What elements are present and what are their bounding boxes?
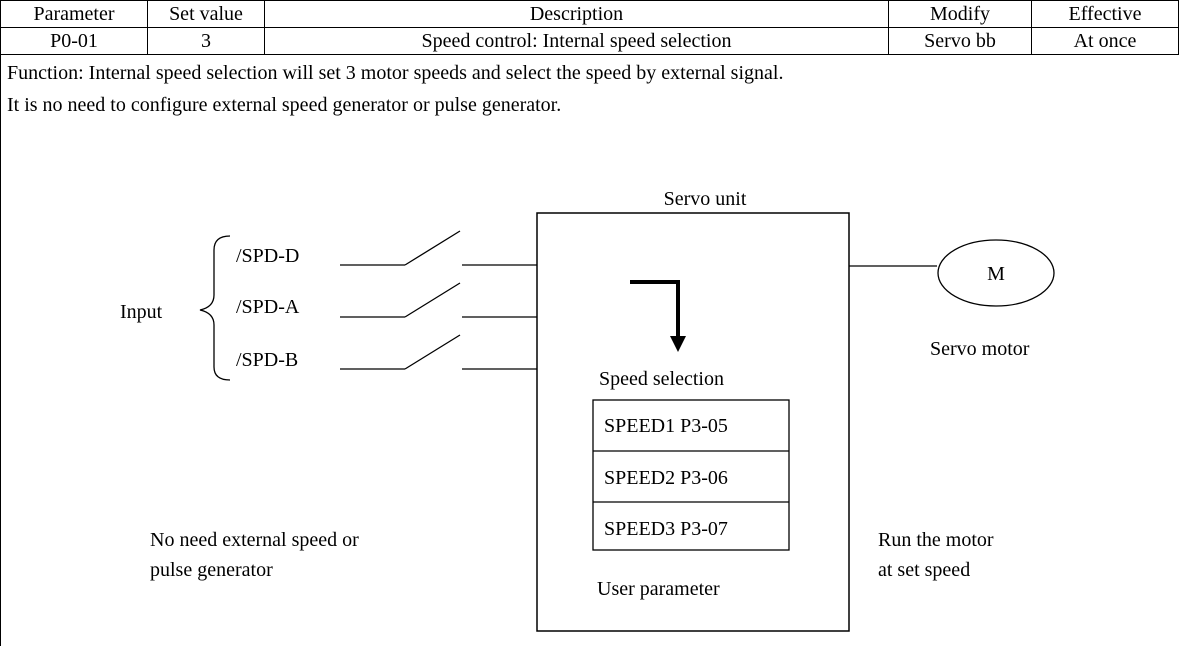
cell-modify: Servo bb <box>888 27 1032 55</box>
speed1-label: SPEED1 P3-05 <box>604 415 728 437</box>
cell-set-value: 3 <box>147 27 265 55</box>
cell-description: Speed control: Internal speed selection <box>264 27 889 55</box>
header-effective: Effective <box>1031 0 1179 28</box>
speed3-label: SPEED3 P3-07 <box>604 518 728 540</box>
header-parameter: Parameter <box>0 0 148 28</box>
cell-effective: At once <box>1031 27 1179 55</box>
speed-list-box <box>592 399 790 551</box>
right-note-line1: Run the motor <box>878 529 994 551</box>
servo-unit-label: Servo unit <box>664 188 747 210</box>
header-modify: Modify <box>888 0 1032 28</box>
selection-arrow <box>630 280 686 352</box>
input-spd-d: /SPD-D <box>236 230 537 267</box>
parameter-table: Parameter Set value Description Modify E… <box>0 0 1179 55</box>
table-row: P0-01 3 Speed control: Internal speed se… <box>0 27 1179 55</box>
note-text: It is no need to configure external spee… <box>7 94 562 116</box>
input-label-spd-a: /SPD-A <box>236 296 300 318</box>
input-spd-a: /SPD-A <box>236 282 537 318</box>
left-note-line2: pulse generator <box>150 559 273 581</box>
motor-symbol: M <box>987 263 1005 285</box>
user-parameter-label: User parameter <box>597 578 720 600</box>
input-label: Input <box>120 301 163 323</box>
switch-spd-b <box>404 334 461 370</box>
input-brace <box>199 235 231 381</box>
motor-circle <box>937 239 1055 307</box>
function-text: Function: Internal speed selection will … <box>7 62 784 84</box>
servo-unit-box <box>536 212 850 632</box>
speed2-label: SPEED2 P3-06 <box>604 467 728 489</box>
table-header-row: Parameter Set value Description Modify E… <box>0 0 1179 28</box>
description-area: Function: Internal speed selection will … <box>0 54 1182 646</box>
servo-motor-label: Servo motor <box>930 338 1030 360</box>
input-label-spd-d: /SPD-D <box>236 245 299 267</box>
header-set-value: Set value <box>147 0 265 28</box>
right-note-line2: at set speed <box>878 559 970 581</box>
speed-selection-label: Speed selection <box>599 368 724 390</box>
switch-spd-d <box>404 230 461 266</box>
left-note-line1: No need external speed or <box>150 529 359 551</box>
input-label-spd-b: /SPD-B <box>236 349 298 371</box>
input-spd-b: /SPD-B <box>236 334 537 371</box>
switch-spd-a <box>404 282 461 318</box>
